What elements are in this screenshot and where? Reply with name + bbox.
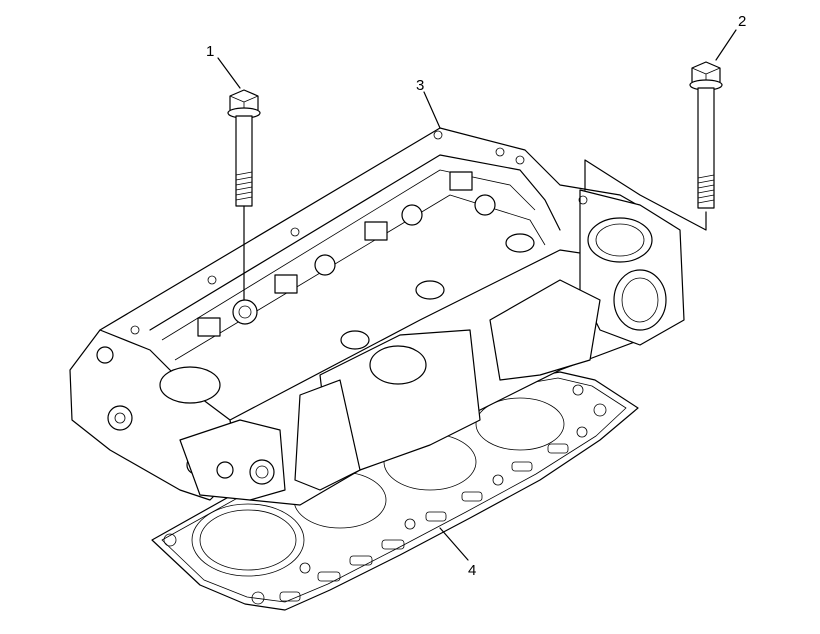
callout-1: 1 xyxy=(206,43,214,60)
head-bolt-short xyxy=(584,61,723,231)
callout-2: 2 xyxy=(738,13,746,30)
callout-3: 3 xyxy=(416,77,424,94)
head-bolt-long xyxy=(227,89,261,301)
cylinder-head xyxy=(69,127,685,506)
rocker-pedestals xyxy=(197,171,496,337)
callout-leaders xyxy=(217,29,737,561)
callout-4: 4 xyxy=(468,562,476,579)
